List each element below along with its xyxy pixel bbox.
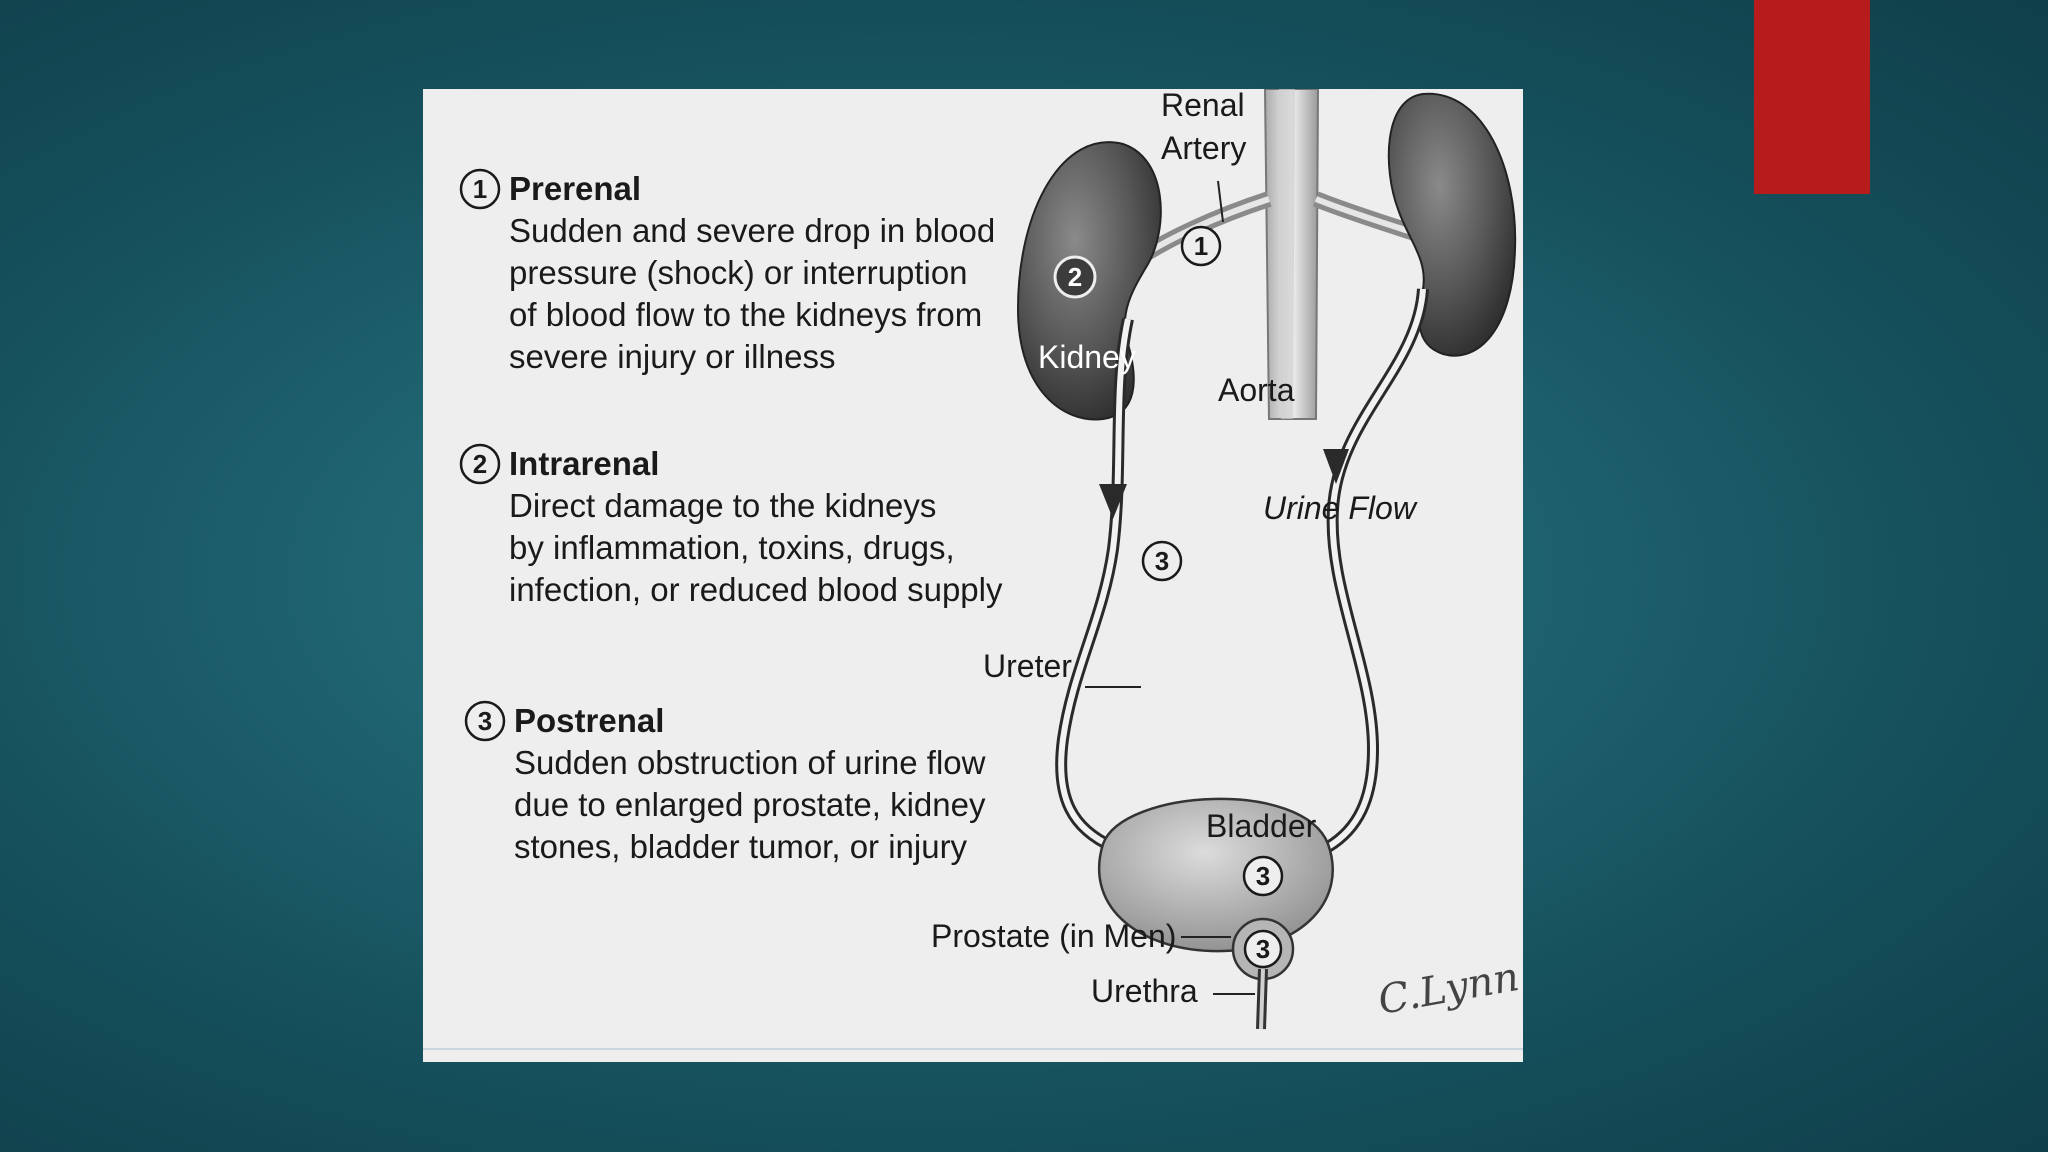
intrarenal-line: Direct damage to the kidneys [509,487,936,524]
accent-bar [1754,0,1870,194]
urine-flow-label: Urine Flow [1263,490,1418,526]
urine-flow-arrow-left [1099,484,1127,519]
postrenal-line: stones, bladder tumor, or injury [514,828,968,865]
ureter-label: Ureter [983,648,1072,684]
marker-kidney: 2 [1053,255,1097,299]
prerenal-line: Sudden and severe drop in blood [509,212,995,249]
number-badge [459,443,501,485]
intrarenal-number: 2 [473,449,487,479]
postrenal-line: Sudden obstruction of urine flow [514,744,986,781]
postrenal-number: 3 [478,706,492,736]
prerenal-title: Prerenal [509,170,641,207]
renal-artery-label: Artery [1161,130,1246,166]
prerenal-line: pressure (shock) or interruption [509,254,968,291]
prerenal-number: 1 [473,174,487,204]
aorta-label: Aorta [1218,372,1295,408]
kidney-label: Kidney [1038,339,1136,375]
prerenal-line: of blood flow to the kidneys from [509,296,982,333]
renal-artery-label: Renal [1161,89,1245,123]
category-postrenal: 3 Postrenal Sudden obstruction of urine … [464,700,986,865]
right-kidney [1387,92,1517,357]
category-intrarenal: 2 Intrarenal Direct damage to the kidney… [459,443,1003,608]
intrarenal-title: Intrarenal [509,445,659,482]
urine-flow-arrow-right [1323,449,1349,484]
prostate-label: Prostate (in Men) [931,918,1176,954]
number-badge [459,168,501,210]
bladder-label: Bladder [1206,808,1317,844]
intrarenal-line: by inflammation, toxins, drugs, [509,529,955,566]
bladder [1097,797,1334,953]
marker-bladder: 3 [1242,855,1284,897]
svg-text:2: 2 [1068,262,1082,292]
svg-text:3: 3 [1256,861,1270,891]
marker-prostate: 3 [1243,929,1283,969]
postrenal-title: Postrenal [514,702,664,739]
postrenal-line: due to enlarged prostate, kidney [514,786,986,823]
category-prerenal: 1 Prerenal Sudden and severe drop in blo… [459,168,995,375]
kidney-failure-figure: 1 Prerenal Sudden and severe drop in blo… [423,89,1523,1062]
urethra-label: Urethra [1091,973,1198,1009]
number-badge [464,700,506,742]
artist-signature: C.Lynn [1375,954,1523,1024]
svg-text:3: 3 [1256,934,1270,964]
marker-artery: 1 [1180,225,1222,267]
svg-text:1: 1 [1194,231,1208,261]
urinary-system-diagram: 1 Prerenal Sudden and severe drop in blo… [423,89,1523,1050]
marker-ureter: 3 [1141,540,1183,582]
svg-text:3: 3 [1155,546,1169,576]
intrarenal-line: infection, or reduced blood supply [509,571,1003,608]
prerenal-line: severe injury or illness [509,338,835,375]
